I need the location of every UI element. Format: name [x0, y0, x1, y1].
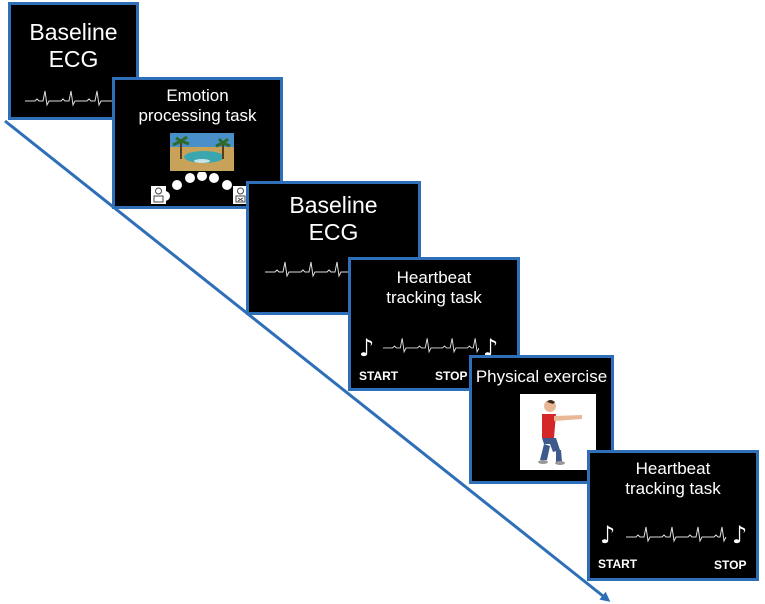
ecg-trace-icon — [383, 338, 479, 354]
sam-manikin-right-icon — [233, 186, 248, 204]
ecg-trace-icon — [25, 90, 125, 107]
step-title: Heartbeat tracking task — [386, 268, 482, 308]
start-label: START — [359, 369, 399, 383]
step-heartbeat-tracking-2: Heartbeat tracking task ♪ ♪ START STOP — [587, 450, 759, 581]
step-title: Emotion processing task — [138, 86, 257, 126]
step-title: Physical exercise — [475, 367, 608, 386]
music-note-start-icon: ♪ — [600, 521, 616, 549]
stop-label: STOP — [435, 369, 468, 383]
music-note-stop-icon: ♪ — [483, 334, 499, 362]
step-title: Baseline ECG — [289, 192, 378, 246]
landscape-image-icon — [170, 133, 234, 171]
step-physical-exercise: Physical exercise — [469, 355, 614, 484]
step-emotion-processing: Emotion processing task — [112, 77, 283, 209]
step-title: Baseline ECG — [29, 19, 118, 73]
start-label: START — [598, 557, 638, 571]
music-note-stop-icon: ♪ — [732, 521, 748, 549]
step-title: Heartbeat tracking task — [625, 459, 721, 499]
ecg-trace-icon — [626, 526, 727, 543]
squatting-person-icon — [520, 394, 596, 470]
sam-manikin-left-icon — [151, 186, 166, 204]
stop-label: STOP — [714, 558, 747, 572]
music-note-start-icon: ♪ — [359, 334, 375, 362]
